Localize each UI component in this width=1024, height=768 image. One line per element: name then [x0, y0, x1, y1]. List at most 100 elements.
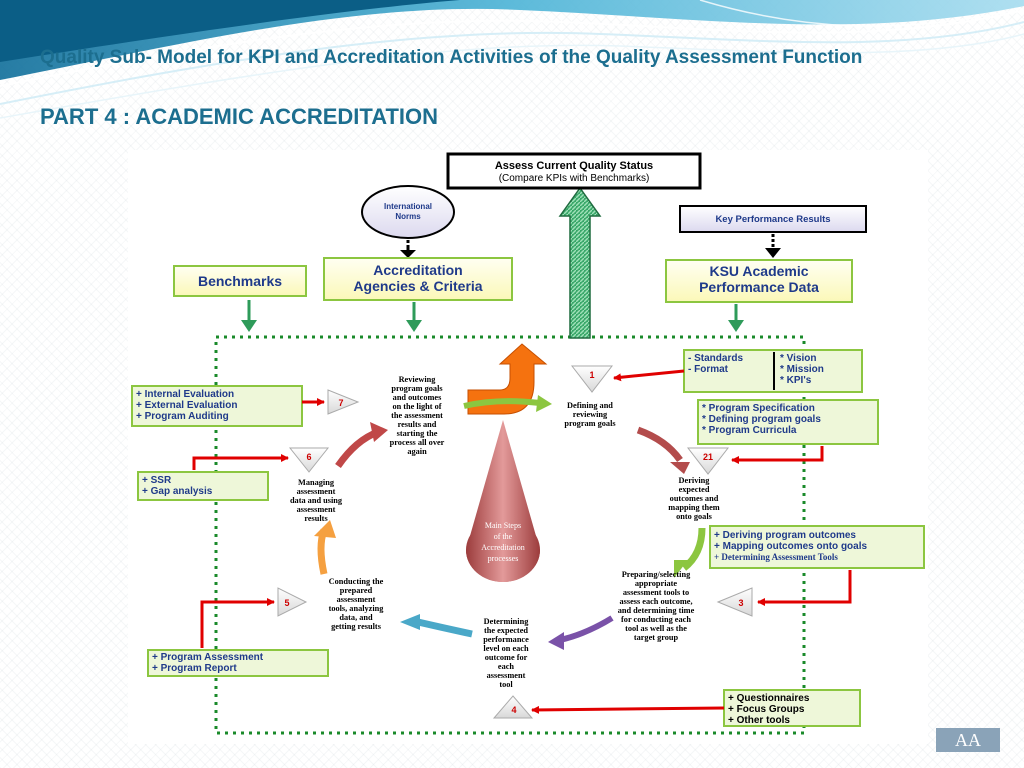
program-assessment-box: + Program Assessment + Program Report [147, 649, 329, 677]
step-5-text: Conducting the prepared assessment tools… [329, 577, 385, 631]
svg-text:* Mission: * Mission [780, 364, 824, 375]
diagram-panel [128, 150, 928, 744]
ssr-box: + SSR + Gap analysis [137, 471, 269, 501]
svg-text:process all over: process all over [390, 438, 445, 447]
svg-text:Assess Current Quality Status: Assess Current Quality Status [495, 160, 653, 172]
svg-text:Agencies & Criteria: Agencies & Criteria [353, 278, 482, 294]
step-7-marker: 7 [327, 389, 360, 415]
svg-text:level on each: level on each [483, 644, 529, 653]
svg-text:Performance Data: Performance Data [699, 279, 819, 295]
svg-text:data, and: data, and [339, 613, 373, 622]
svg-text:+ Program Auditing: + Program Auditing [136, 411, 229, 422]
ksu-academic-box: KSU Academic Performance Data [665, 259, 853, 303]
slide-subtitle: PART 4 : ACADEMIC ACCREDITATION [40, 104, 439, 129]
svg-text:Deriving: Deriving [679, 476, 711, 485]
arrow-down-icon [765, 248, 781, 258]
svg-text:Key Performance Results: Key Performance Results [715, 214, 830, 225]
svg-text:1: 1 [589, 370, 594, 380]
green-arrow-icon [728, 304, 744, 332]
svg-text:+ Program Assessment: + Program Assessment [152, 652, 264, 663]
green-arrow-icon [406, 302, 422, 332]
svg-text:7: 7 [338, 398, 343, 408]
svg-text:results: results [304, 514, 328, 523]
svg-text:assessment tools to: assessment tools to [623, 588, 689, 597]
evaluation-box: + Internal Evaluation + External Evaluat… [131, 385, 303, 427]
svg-text:+ External Evaluation: + External Evaluation [136, 400, 237, 411]
svg-text:prepared: prepared [340, 586, 373, 595]
svg-text:Accreditation: Accreditation [373, 262, 462, 278]
orange-arrow-icon [467, 343, 548, 415]
step-1-text: Defining and reviewing program goals [564, 401, 616, 428]
svg-text:+ Internal Evaluation: + Internal Evaluation [136, 389, 234, 400]
accreditation-diagram: Assess Current Quality Status (Compare K… [131, 152, 925, 735]
svg-text:reviewing: reviewing [573, 410, 608, 419]
svg-text:starting the: starting the [397, 429, 438, 438]
accreditation-agencies-box: Accreditation Agencies & Criteria [323, 257, 513, 301]
svg-text:Conducting the: Conducting the [329, 577, 384, 586]
svg-text:International: International [384, 202, 432, 211]
svg-text:outcomes and: outcomes and [670, 494, 719, 503]
green-arrow-icon [241, 300, 257, 332]
svg-text:outcome for: outcome for [485, 653, 528, 662]
svg-text:tool: tool [499, 680, 513, 689]
svg-text:tools, analyzing: tools, analyzing [329, 604, 385, 613]
svg-text:+ Deriving program outcomes: + Deriving program outcomes [714, 530, 856, 541]
svg-text:the assessment: the assessment [391, 411, 443, 420]
svg-text:and outcomes: and outcomes [393, 393, 442, 402]
svg-text:+ Program Report: + Program Report [152, 663, 237, 674]
svg-text:performance: performance [483, 635, 529, 644]
svg-text:+ Determining Assessment Tools: + Determining Assessment Tools [714, 552, 838, 562]
svg-text:results and: results and [398, 420, 437, 429]
svg-text:(Compare KPIs with Benchmarks): (Compare KPIs with Benchmarks) [499, 173, 650, 184]
international-norms-ellipse: International Norms [361, 185, 455, 239]
svg-text:assessment: assessment [337, 595, 376, 604]
svg-text:Benchmarks: Benchmarks [198, 273, 282, 289]
step-1-marker: 1 [570, 365, 614, 393]
program-specification-box: * Program Specification * Defining progr… [697, 399, 879, 445]
step-21-marker: 21 [686, 447, 730, 475]
step-6-text: Managing assessment data and using asses… [290, 478, 343, 523]
svg-text:6: 6 [306, 452, 311, 462]
svg-text:again: again [407, 447, 427, 456]
svg-text:the expected: the expected [484, 626, 528, 635]
svg-text:21: 21 [703, 452, 713, 462]
slide-title: Quality Sub- Model for KPI and Accredita… [40, 47, 863, 68]
tools-box: + Questionnaires + Focus Groups + Other … [723, 689, 861, 727]
step-6-marker: 6 [288, 447, 330, 473]
svg-text:- Format: - Format [688, 364, 729, 375]
svg-text:+ Questionnaires: + Questionnaires [728, 693, 810, 704]
svg-text:for conducting each: for conducting each [621, 615, 691, 624]
svg-text:and determining time: and determining time [618, 606, 695, 615]
svg-text:* KPI's: * KPI's [780, 375, 812, 386]
svg-text:+ Focus Groups: + Focus Groups [728, 704, 805, 715]
svg-text:assessment: assessment [297, 487, 336, 496]
svg-text:expected: expected [679, 485, 710, 494]
svg-text:Accreditation: Accreditation [481, 543, 525, 552]
svg-text:4: 4 [511, 705, 516, 715]
svg-text:KSU Academic: KSU Academic [709, 263, 808, 279]
svg-text:+ Mapping outcomes onto goals: + Mapping outcomes onto goals [714, 541, 868, 552]
footer-badge: AA [936, 728, 1000, 752]
svg-text:Managing: Managing [298, 478, 335, 487]
svg-text:assessment: assessment [297, 505, 336, 514]
svg-text:* Program Specification: * Program Specification [702, 403, 815, 414]
step-4-text: Determining the expected performance lev… [483, 617, 529, 689]
step-7-text: Reviewing program goals and outcomes on … [390, 375, 445, 456]
svg-text:mapping them: mapping them [668, 503, 719, 512]
key-performance-results-box: Key Performance Results [679, 205, 867, 233]
svg-text:3: 3 [738, 598, 743, 608]
svg-text:Determining: Determining [484, 617, 530, 626]
svg-text:on the light of: on the light of [392, 402, 441, 411]
cycle-arrows [314, 395, 706, 650]
svg-text:processes: processes [488, 554, 519, 563]
svg-text:Reviewing: Reviewing [399, 375, 437, 384]
svg-text:getting results: getting results [331, 622, 382, 631]
svg-text:each: each [498, 662, 515, 671]
center-cone: Main Steps of the Accreditation processe… [466, 420, 540, 582]
svg-text:+ SSR: + SSR [142, 475, 172, 486]
svg-text:program goals: program goals [564, 419, 616, 428]
svg-text:Preparing/selecting: Preparing/selecting [622, 570, 691, 579]
outcomes-box: + Deriving program outcomes + Mapping ou… [709, 525, 925, 569]
header-waves [0, 0, 1024, 119]
step-3-marker: 3 [716, 587, 753, 617]
